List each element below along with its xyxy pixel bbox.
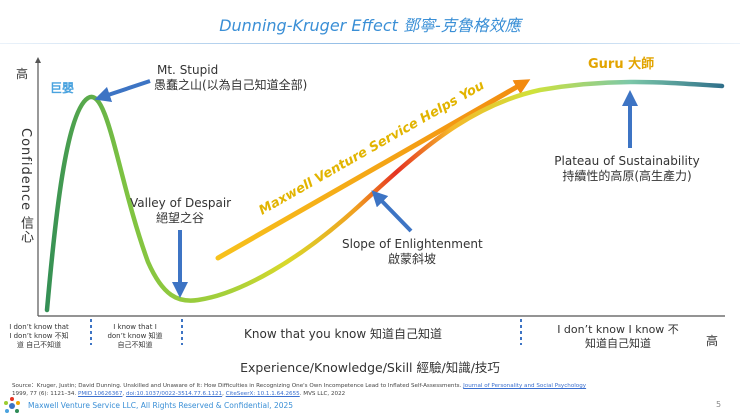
source-line2: 1999, 77 (6): 1121–34. xyxy=(12,391,77,397)
company-logo-icon xyxy=(4,397,20,413)
page-number: 5 xyxy=(716,400,722,409)
pmid-link[interactable]: PMID 10626367 xyxy=(77,391,123,397)
slope-arrow xyxy=(371,190,413,233)
mt-stupid-label: Mt. Stupid 愚蠢之山(以為自己知道全部) xyxy=(154,63,307,93)
valley-zh: 絕望之谷 xyxy=(155,211,204,225)
slope-zh: 啟蒙斜坡 xyxy=(387,252,436,266)
citeseer-link[interactable]: CiteSeerX: 10.1.1.64.2655 xyxy=(225,391,300,397)
x-axis-high-label: 高 xyxy=(706,334,719,348)
slope-label: Slope of Enlightenment 啟蒙斜坡 xyxy=(342,237,483,267)
mt-stupid-zh: 愚蠢之山(以為自己知道全部) xyxy=(154,78,308,92)
plateau-en: Plateau of Sustainability xyxy=(554,154,700,168)
slide-title: Dunning-Kruger Effect 鄧寧-克魯格效應 xyxy=(219,16,521,35)
valley-en: Valley of Despair xyxy=(130,196,232,210)
y-axis-label: Confidence 信心 xyxy=(18,128,33,245)
journal-link[interactable]: Journal of Personality and Social Psycho… xyxy=(463,383,587,389)
baby-label: 巨嬰 xyxy=(50,81,75,95)
valley-label: Valley of Despair 絕望之谷 xyxy=(130,196,232,226)
y-axis-high-label: 高 xyxy=(16,67,29,81)
dunning-kruger-curve xyxy=(44,79,725,313)
banner-arrow xyxy=(215,79,531,261)
source-text: Source：Kruger, Justin; David Dunning. Un… xyxy=(12,383,462,389)
banner-text: Maxwell Venture Service Helps You xyxy=(257,78,488,218)
plateau-label: Plateau of Sustainability 持續性的高原(高生產力) xyxy=(542,154,712,184)
mt-stupid-arrow xyxy=(94,79,151,103)
source-citation: Source：Kruger, Justin; David Dunning. Un… xyxy=(12,383,587,397)
know-that-you-know-label: Know that you know 知道自己知道 xyxy=(244,327,443,341)
guru-label: Guru 大師 xyxy=(588,57,655,72)
footer-company: Maxwell Venture Service LLC, All Rights … xyxy=(28,401,294,410)
tick-label-2: I know that I don’t know 知道 自己不知道 xyxy=(107,323,163,349)
tick-label-3: I don’t know I know 不知道自己知道 xyxy=(557,323,679,350)
x-axis-label: Experience/Knowledge/Skill 經驗/知識/技巧 xyxy=(240,360,500,375)
tick-label-1: I don’t know that I don’t know 不知道 自己不知道 xyxy=(9,323,69,349)
plateau-zh: 持續性的高原(高生產力) xyxy=(562,169,692,183)
title-divider xyxy=(0,43,740,44)
doi-link[interactable]: doi:10.1037/0022-3514.77.6.1121 xyxy=(125,391,223,397)
slope-en: Slope of Enlightenment xyxy=(342,237,483,251)
source-line2-tail: . MVS LLC, 2022 xyxy=(299,391,346,397)
mt-stupid-en: Mt. Stupid xyxy=(157,63,219,77)
